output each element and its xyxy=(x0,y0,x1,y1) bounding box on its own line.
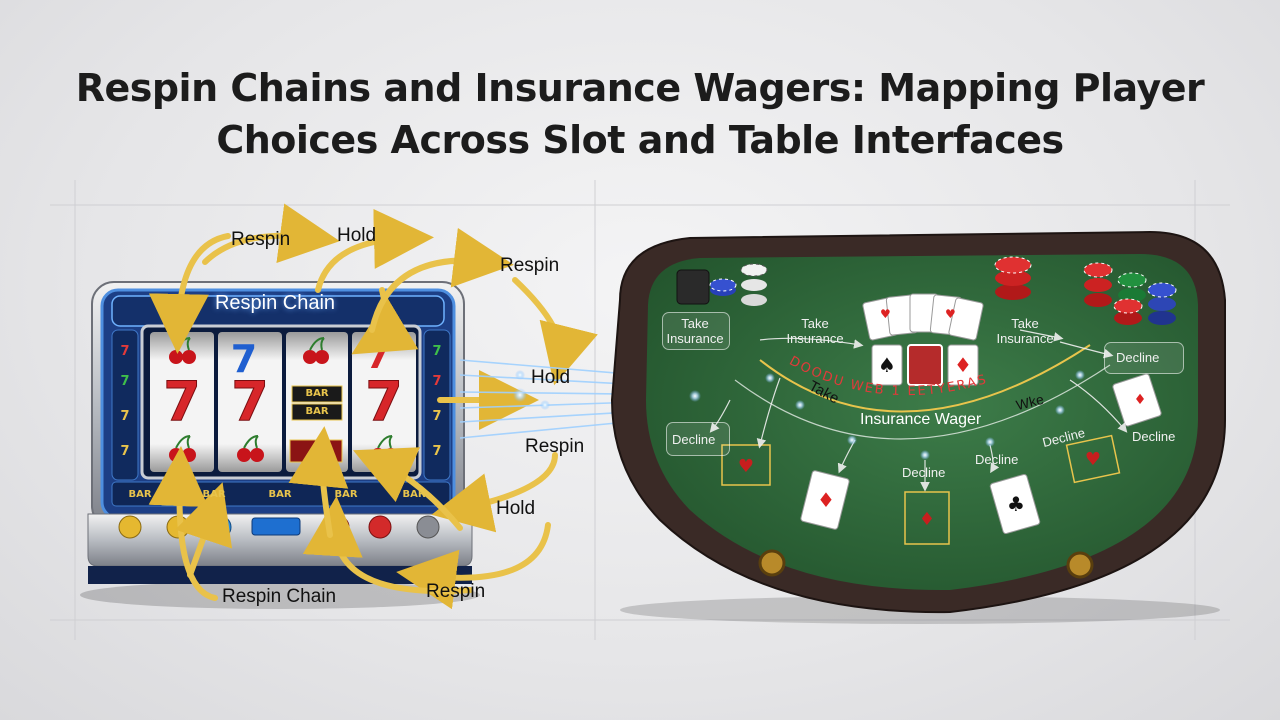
svg-text:7: 7 xyxy=(432,344,441,359)
svg-text:7: 7 xyxy=(432,409,441,424)
reel-bar-bottom: BAR xyxy=(305,406,329,417)
decline-right-top-bubble[interactable] xyxy=(1104,342,1184,374)
flow-label-hold-bottom: Hold xyxy=(496,498,536,519)
svg-text:♦: ♦ xyxy=(954,353,972,377)
respin-flow-arrows xyxy=(148,203,598,610)
take-insurance-center-label: Take Insurance xyxy=(786,316,844,346)
respin-chain-machine-title: Respin Chain xyxy=(214,292,336,314)
decline-center-label: Decline xyxy=(902,465,946,480)
svg-text:♦: ♦ xyxy=(817,488,835,512)
svg-text:7: 7 xyxy=(120,409,129,424)
flow-label-respin-chain: Respin Chain xyxy=(222,586,337,607)
insurance-wager-label: Insurance Wager xyxy=(860,411,982,428)
bar-button-3[interactable]: BAR xyxy=(268,489,292,500)
svg-text:♥: ♥ xyxy=(1085,449,1101,470)
bar-button-2[interactable]: BAR xyxy=(202,489,226,500)
flow-label-respin-mid: Respin xyxy=(525,436,585,457)
bar-button-1[interactable]: BAR xyxy=(128,489,152,500)
svg-text:♥: ♥ xyxy=(880,307,891,321)
svg-text:7: 7 xyxy=(120,374,129,389)
title-line-1: Respin Chains and Insurance Wagers: Mapp… xyxy=(75,66,1205,110)
flow-label-hold-mid: Hold xyxy=(531,367,571,388)
svg-text:7: 7 xyxy=(231,337,257,381)
svg-text:♣: ♣ xyxy=(1007,492,1025,516)
bar-button-4[interactable]: BAR xyxy=(334,489,358,500)
svg-text:♥: ♥ xyxy=(945,307,956,321)
blackjack-table: ♥ ♥ ♠ ♦ ♥ ♦ ♥ ♦ ♣ ♦ xyxy=(610,230,1226,624)
decline-left-bubble[interactable] xyxy=(666,422,730,456)
decline-mid-label: Decline xyxy=(975,452,1019,467)
svg-text:7: 7 xyxy=(365,370,403,433)
flow-label-respin-right: Respin xyxy=(500,255,560,276)
dealer-card-fan: ♥ ♥ xyxy=(862,293,984,341)
svg-text:♥: ♥ xyxy=(738,456,754,477)
take-insurance-right-label: Take Insurance xyxy=(996,316,1054,346)
decision-nodes xyxy=(689,370,1085,460)
flow-label-hold-top: Hold xyxy=(337,225,377,246)
diagram-title: Respin Chains and Insurance Wagers: Mapp… xyxy=(0,62,1280,166)
svg-text:7: 7 xyxy=(163,370,201,433)
title-line-2: Choices Across Slot and Table Interfaces xyxy=(216,118,1064,162)
svg-text:♦: ♦ xyxy=(919,509,935,530)
background-grid xyxy=(50,180,1230,640)
svg-text:7: 7 xyxy=(231,370,269,433)
svg-text:♦: ♦ xyxy=(1134,392,1147,408)
svg-text:7: 7 xyxy=(432,374,441,389)
bar-button-5[interactable]: BAR xyxy=(402,489,426,500)
decline-right-bottom-label: Decline xyxy=(1132,429,1176,444)
take-insurance-left-bubble[interactable] xyxy=(662,312,730,350)
svg-text:♠: ♠ xyxy=(878,353,896,377)
svg-text:7: 7 xyxy=(120,344,129,359)
decline-right-top-label: Decline xyxy=(1116,350,1160,365)
take-insurance-left-label: Take Insurance xyxy=(666,316,724,346)
flow-label-respin-bottom: Respin xyxy=(426,581,486,602)
decline-left-label: Decline xyxy=(672,432,716,447)
svg-text:7: 7 xyxy=(432,444,441,459)
reel-bar-top: BAR xyxy=(305,388,329,399)
flow-label-respin-top: Respin xyxy=(231,229,291,250)
svg-text:7: 7 xyxy=(120,444,129,459)
